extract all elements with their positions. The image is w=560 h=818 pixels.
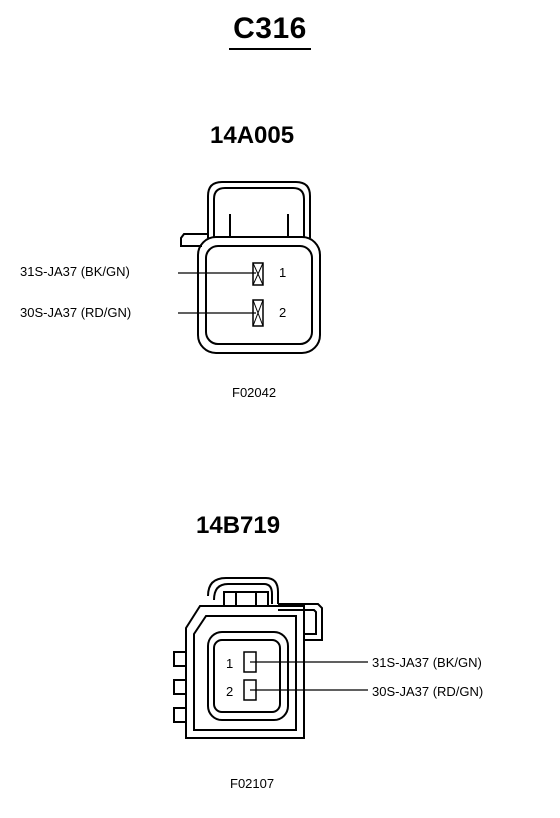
diagram-title: C316 <box>0 12 560 50</box>
connector-bottom-part-number: 14B719 <box>196 512 281 539</box>
connector-bottom-pin2-number: 2 <box>226 684 234 699</box>
connector-bottom-latch-icon <box>207 577 323 641</box>
connector-top-leader-lines <box>178 272 256 314</box>
connector-top-body-icon <box>197 236 321 354</box>
connector-top-pin1-circuit: 31S-JA37 (BK/GN) <box>20 264 130 279</box>
connector-top-part-number: 14A005 <box>210 122 295 149</box>
connector-top-latch-icon <box>180 181 311 247</box>
connector-top-terminal-icons <box>252 262 264 327</box>
connector-top-figure-code: F02042 <box>232 385 277 400</box>
connector-bottom-pin2-circuit: 30S-JA37 (RD/GN) <box>372 684 484 699</box>
connector-bottom-side-tabs-icon <box>173 651 187 723</box>
connector-bottom-figure-code: F02107 <box>230 776 275 791</box>
connector-top-pin2-number: 2 <box>279 305 287 320</box>
connector-bottom-leader-lines <box>250 661 368 691</box>
connector-bottom-terminal-icons <box>243 651 257 701</box>
connector-bottom-body-icon <box>185 605 305 739</box>
connector-bottom-pin1-number: 1 <box>226 656 234 671</box>
connector-top-pin1-number: 1 <box>279 265 287 280</box>
connector-top-pin2-circuit: 30S-JA37 (RD/GN) <box>20 305 132 320</box>
connector-bottom-pin1-circuit: 31S-JA37 (BK/GN) <box>372 655 482 670</box>
